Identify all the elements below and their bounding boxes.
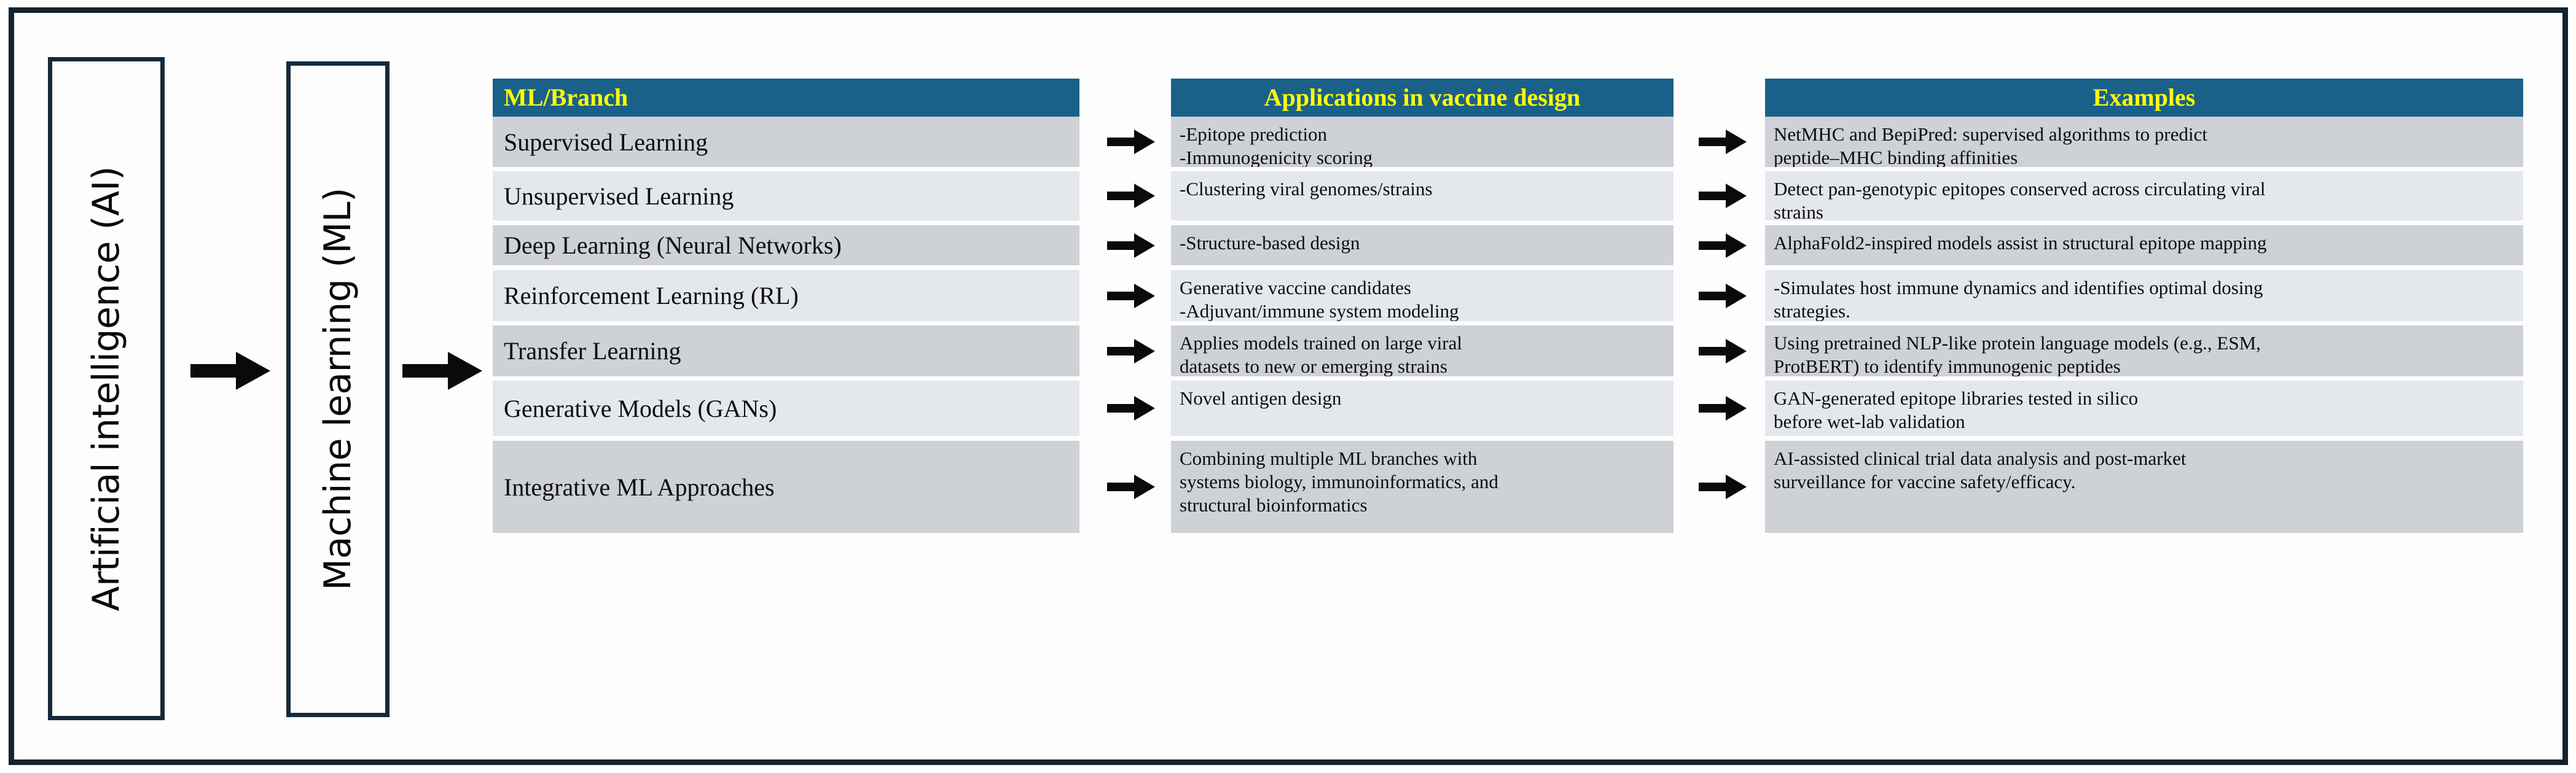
table-cell-branch: Supervised Learning (493, 117, 1079, 167)
row-arrow-branch-to-applications (1107, 232, 1155, 259)
row-arrow-branch-to-applications (1107, 282, 1155, 309)
row-arrow-applications-to-examples (1699, 338, 1747, 365)
stage-label-machine-learning: Machine learning (ML) (316, 188, 359, 591)
table-cell-examples: Detect pan-genotypic epitopes conserved … (1765, 171, 2523, 220)
table-cell-line: -Simulates host immune dynamics and iden… (1774, 277, 2263, 298)
row-arrow-branch-to-applications (1107, 182, 1155, 209)
table-cell-line: strains (1774, 201, 1823, 220)
row-arrow-applications-to-examples (1699, 395, 1747, 422)
row-arrow-applications-to-examples (1699, 473, 1747, 500)
table-cell-branch: Generative Models (GANs) (493, 381, 1079, 436)
table-cell-line: peptide–MHC binding affinities (1774, 146, 2018, 167)
table-cell-applications: -Clustering viral genomes/strains (1171, 171, 1674, 220)
table-cell-line: surveillance for vaccine safety/efficacy… (1774, 470, 2076, 492)
table-cell-line: AI-assisted clinical trial data analysis… (1774, 448, 2186, 469)
table-cell-branch: Unsupervised Learning (493, 171, 1079, 220)
table-cell-applications: Generative vaccine candidates-Adjuvant/i… (1171, 270, 1674, 321)
row-arrow-branch-to-applications (1107, 128, 1155, 155)
table-cell-examples: GAN-generated epitope libraries tested i… (1765, 381, 2523, 436)
table-cell-branch: Integrative ML Approaches (493, 441, 1079, 533)
right-arrow-icon-ml-to-table (402, 348, 482, 394)
table-cell-branch: Transfer Learning (493, 325, 1079, 376)
table-cell-line: -Structure-based design (1180, 232, 1360, 254)
table-column-applications: Applications in vaccine design -Epitope … (1171, 79, 1674, 533)
table-header-ml-branch: ML/Branch (493, 79, 1079, 117)
table-cell-examples: AI-assisted clinical trial data analysis… (1765, 441, 2523, 533)
table-cell-examples: NetMHC and BepiPred: supervised algorith… (1765, 117, 2523, 167)
table-cell-applications: -Epitope prediction-Immunogenicity scori… (1171, 117, 1674, 167)
table-header-examples: Examples (1765, 79, 2523, 117)
table-cell-line: -Clustering viral genomes/strains (1180, 178, 1433, 200)
table-cell-examples: -Simulates host immune dynamics and iden… (1765, 270, 2523, 321)
stage-label-artificial-intelligence: Artificial intelligence (AI) (85, 166, 128, 612)
table-column-body-examples: NetMHC and BepiPred: supervised algorith… (1765, 117, 2523, 533)
table-cell-line: Detect pan-genotypic epitopes conserved … (1774, 178, 2266, 200)
table-cell-line: datasets to new or emerging strains (1180, 355, 1447, 376)
table-cell-line: -Epitope prediction (1180, 123, 1328, 145)
row-arrow-applications-to-examples (1699, 282, 1747, 309)
table-cell-line: Using pretrained NLP-like protein langua… (1774, 332, 2261, 354)
table-column-examples: Examples NetMHC and BepiPred: supervised… (1765, 79, 2523, 533)
row-arrow-applications-to-examples (1699, 182, 1747, 209)
table-cell-examples: AlphaFold2-inspired models assist in str… (1765, 225, 2523, 265)
row-arrow-applications-to-examples (1699, 128, 1747, 155)
table-cell-line: Applies models trained on large viral (1180, 332, 1463, 354)
stage-box-artificial-intelligence: Artificial intelligence (AI) (48, 57, 165, 720)
table-cell-line: Combining multiple ML branches with (1180, 448, 1478, 469)
table-cell-line: Novel antigen design (1180, 387, 1342, 409)
table-cell-line: -Immunogenicity scoring (1180, 146, 1373, 167)
row-arrow-branch-to-applications (1107, 473, 1155, 500)
row-arrow-branch-to-applications (1107, 395, 1155, 422)
table-column-body-applications: -Epitope prediction-Immunogenicity scori… (1171, 117, 1674, 533)
right-arrow-icon-ai-to-ml (190, 348, 270, 394)
table-cell-line: NetMHC and BepiPred: supervised algorith… (1774, 123, 2207, 145)
stage-box-machine-learning: Machine learning (ML) (286, 61, 390, 717)
table-cell-applications: -Structure-based design (1171, 225, 1674, 265)
table-cell-line: structural bioinformatics (1180, 494, 1368, 516)
table-header-applications: Applications in vaccine design (1171, 79, 1674, 117)
table-cell-line: GAN-generated epitope libraries tested i… (1774, 387, 2139, 409)
table-cell-line: AlphaFold2-inspired models assist in str… (1774, 232, 2267, 254)
table-cell-applications: Novel antigen design (1171, 381, 1674, 436)
table-cell-line: ProtBERT) to identify immunogenic peptid… (1774, 355, 2121, 376)
table-cell-line: before wet-lab validation (1774, 410, 1965, 432)
table-cell-branch: Deep Learning (Neural Networks) (493, 225, 1079, 265)
table-cell-branch: Reinforcement Learning (RL) (493, 270, 1079, 321)
table-cell-line: systems biology, immunoinformatics, and (1180, 470, 1498, 492)
table-cell-line: strategies. (1774, 300, 1850, 321)
table-cell-line: Generative vaccine candidates (1180, 277, 1411, 298)
table-cell-examples: Using pretrained NLP-like protein langua… (1765, 325, 2523, 376)
row-arrow-branch-to-applications (1107, 338, 1155, 365)
row-arrow-applications-to-examples (1699, 232, 1747, 259)
table-cell-line: -Adjuvant/immune system modeling (1180, 300, 1459, 321)
